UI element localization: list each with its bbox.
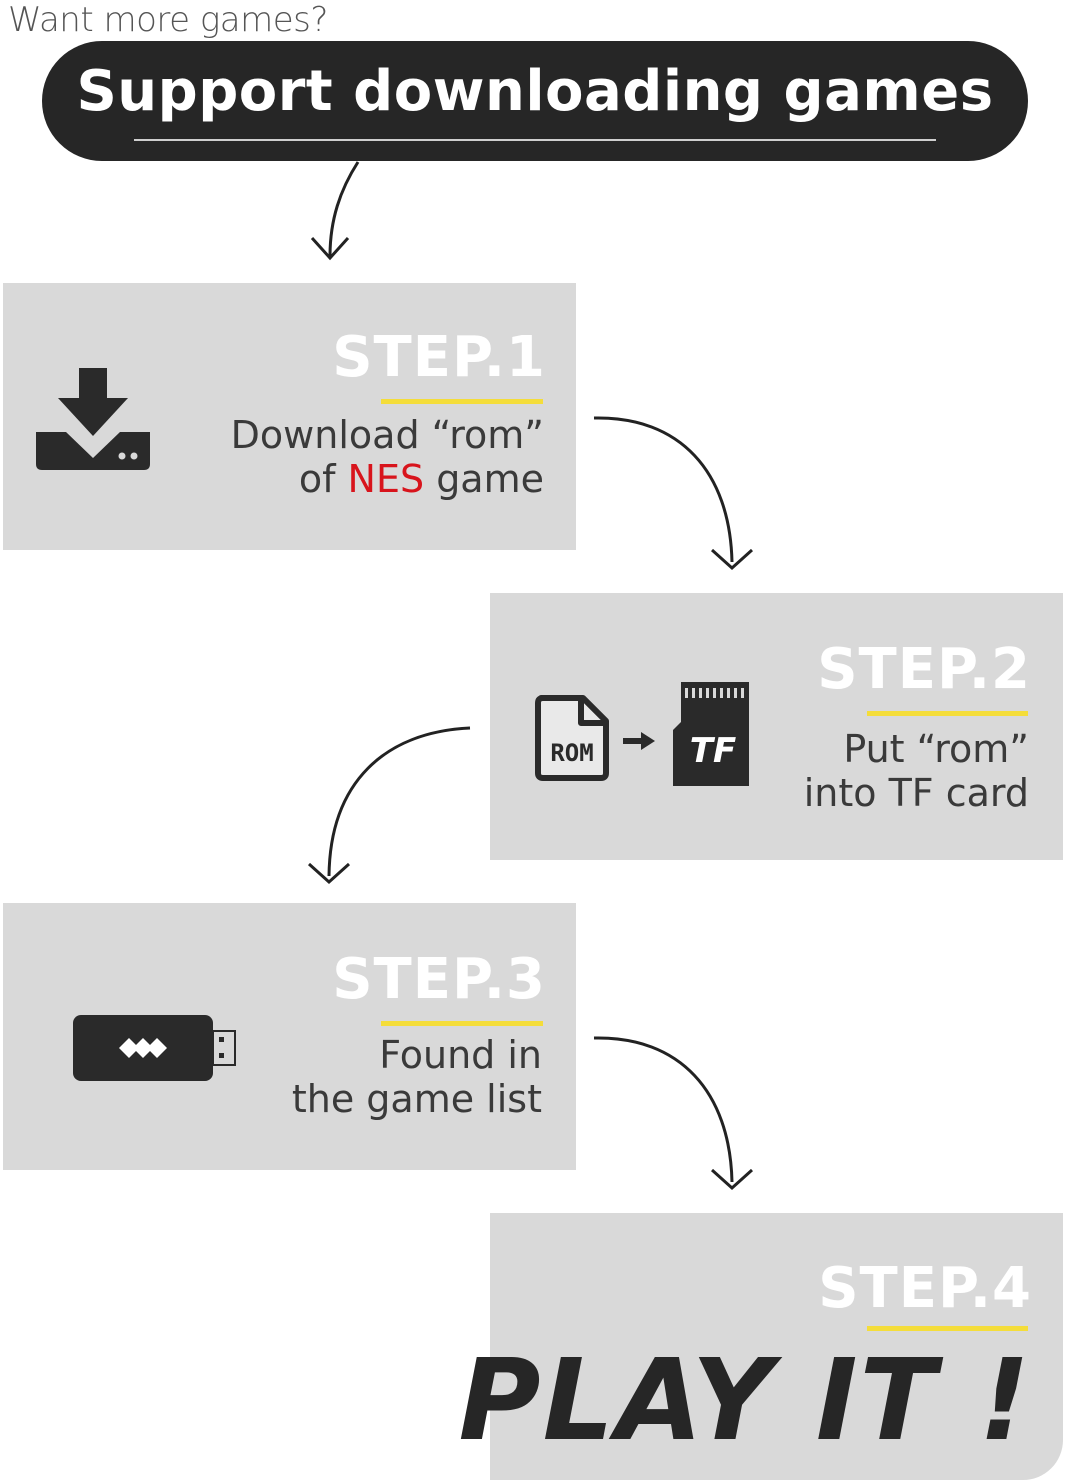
step-1-underline <box>381 399 543 404</box>
rom-label: ROM <box>550 739 593 767</box>
step-2-underline <box>867 711 1028 716</box>
tf-card-icon: TF <box>673 682 749 786</box>
download-icon <box>36 368 150 470</box>
step-1-description: Download “rom” of NES game <box>231 413 544 501</box>
title-banner: Support downloading games <box>42 41 1028 161</box>
banner-title: Support downloading games <box>76 59 994 124</box>
step-1-highlight-nes: NES <box>347 457 425 501</box>
usb-stick-icon <box>73 1015 236 1081</box>
step-1-line-2-post: game <box>424 457 544 501</box>
tagline: Want more games? <box>8 0 328 40</box>
curved-arrow-icon <box>593 1036 754 1191</box>
curved-arrow-icon <box>310 161 360 261</box>
tf-label: TF <box>690 731 736 771</box>
step-2-line-2: into TF card <box>803 771 1029 815</box>
step-2-line-1: Put “rom” <box>843 727 1029 771</box>
rom-file-icon: ROM <box>535 695 609 781</box>
step-1-line-2: of NES game <box>231 457 544 501</box>
step-3-line-2: the game list <box>291 1077 542 1121</box>
step-3-title: STEP.3 <box>332 947 546 1012</box>
curved-arrow-icon <box>307 726 471 885</box>
step-3-underline <box>381 1021 543 1026</box>
step-3-description: Found in the game list <box>292 1033 542 1121</box>
step-3-card: STEP.3 Found in the game list <box>3 903 576 1170</box>
step-2-title: STEP.2 <box>817 637 1031 702</box>
play-it-text: PLAY IT ! <box>458 1336 1032 1466</box>
arrow-right-icon <box>623 732 655 750</box>
step-4-title: STEP.4 <box>818 1256 1032 1321</box>
step-2-card: ROM TF STEP.2 Put “rom” into TF card <box>490 593 1063 860</box>
step-1-line-2-pre: of <box>298 457 348 501</box>
step-1-title: STEP.1 <box>332 325 546 390</box>
banner-underline <box>134 139 936 141</box>
step-3-line-1: Found in <box>379 1033 542 1077</box>
step-4-underline <box>867 1326 1028 1331</box>
step-4-card <box>490 1213 1063 1480</box>
step-1-line-1: Download “rom” <box>230 413 544 457</box>
step-1-card: STEP.1 Download “rom” of NES game <box>3 283 576 550</box>
step-2-description: Put “rom” into TF card <box>804 727 1029 815</box>
curved-arrow-icon <box>593 416 754 571</box>
